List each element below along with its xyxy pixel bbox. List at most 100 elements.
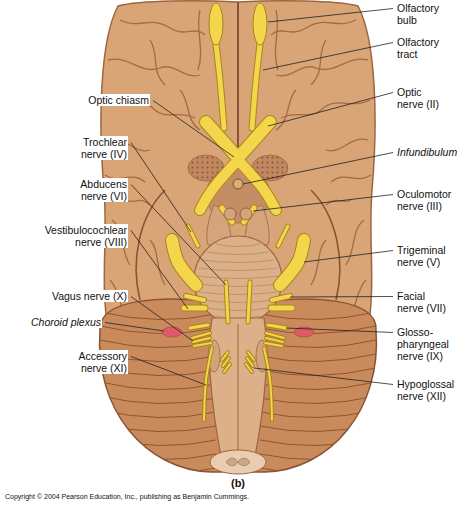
pons-striation	[207, 308, 269, 311]
pons-striation	[207, 252, 269, 255]
mammillary-body	[240, 208, 252, 220]
gyrus-line	[331, 175, 371, 182]
optic-tract	[200, 160, 238, 210]
accessory-nerve	[204, 348, 212, 420]
olfactory-tract	[252, 44, 260, 128]
leader-line	[131, 231, 188, 310]
trigeminal-nerve	[172, 240, 196, 285]
glossopharyngeal-nerve	[268, 325, 286, 328]
temporal-lobe-edge	[136, 190, 165, 300]
folium-line	[260, 368, 376, 376]
gyrus-line	[276, 90, 296, 130]
glossopharyngeal-nerve	[190, 325, 208, 328]
figure-letter: (b)	[230, 477, 246, 490]
gyrus-line	[276, 59, 368, 76]
anterior-median-fissure	[238, 324, 239, 455]
leader-line	[268, 93, 393, 127]
leader-line	[243, 153, 393, 185]
folium-line	[100, 438, 216, 446]
gyrus-line	[150, 40, 165, 85]
folium-line	[260, 410, 376, 418]
accessory-nerve	[204, 348, 212, 420]
optic-tract	[238, 160, 276, 210]
structure-label: Choroid plexus	[30, 316, 102, 328]
structure-label: Optic chiasm	[87, 94, 150, 106]
facial-nerve	[272, 296, 290, 300]
abducens-nerve	[226, 282, 228, 322]
folium-line	[260, 382, 376, 390]
gyrus-line	[326, 139, 368, 151]
vestibulocochlear-nerve	[271, 305, 292, 312]
cerebellar-folia	[100, 312, 376, 474]
vagus-rootlet	[266, 338, 283, 342]
glossopharyngeal-nerve	[268, 325, 286, 328]
structure-label: Accessory nerve (XI)	[70, 350, 128, 374]
folium-line	[260, 452, 376, 460]
vestibulocochlear-nerve	[271, 306, 292, 311]
folium-line	[100, 424, 216, 432]
vagus-rootlet	[265, 343, 282, 346]
folium-line	[260, 466, 376, 474]
cerebellum	[100, 299, 377, 472]
hypoglossal-rootlet	[224, 364, 230, 372]
folium-line	[260, 396, 376, 404]
leader-line	[268, 9, 393, 23]
leader-line	[253, 195, 393, 212]
structure-label: Oculomotor nerve (III)	[396, 188, 460, 212]
infundibulum-stalk	[233, 179, 243, 189]
gyrus-line	[180, 90, 200, 130]
folium-line	[100, 452, 216, 460]
cerebrum	[101, 1, 375, 330]
structure-label: Abducens nerve (VI)	[70, 178, 128, 202]
vagus-rootlet	[265, 343, 282, 346]
olfactory-bulb	[253, 3, 267, 45]
folium-line	[100, 410, 216, 418]
structure-label: Hypoglossal nerve (XII)	[396, 378, 464, 402]
pons	[194, 236, 282, 324]
structure-label: Trochlear nerve (IV)	[70, 136, 128, 160]
abducens-nerve	[226, 282, 228, 322]
structure-label: Olfactory tract	[396, 36, 448, 60]
optic-tract	[200, 160, 238, 210]
folium-line	[100, 382, 216, 390]
structure-label: Glosso- pharyngeal nerve (IX)	[396, 326, 456, 362]
optic-nerve	[206, 122, 238, 158]
vagus-rootlet	[194, 343, 211, 346]
folium-line	[100, 466, 216, 474]
hypoglossal-rootlet	[246, 364, 252, 372]
facial-nerve	[272, 296, 290, 300]
structure-label: Vestibulocochlear nerve (VIII)	[34, 224, 128, 248]
gyrus-line	[281, 100, 370, 118]
hypoglossal-rootlet	[223, 358, 229, 366]
hypoglossal-rootlet	[246, 364, 252, 372]
pons-striation	[202, 300, 274, 303]
trigeminal-nerve	[280, 240, 304, 285]
optic-tract	[238, 160, 276, 210]
trochlear-nerve	[188, 226, 198, 246]
folium-line	[260, 312, 376, 320]
copyright-note: Copyright © 2004 Pearson Education, Inc.…	[4, 493, 250, 501]
leader-line	[263, 43, 393, 71]
leader-line	[254, 368, 393, 385]
medulla-oblongata	[209, 318, 266, 462]
hypoglossal-rootlet	[248, 352, 254, 360]
trigeminal-nerve	[172, 240, 196, 285]
mammillary-body	[224, 208, 236, 220]
pons-striation	[202, 260, 274, 263]
gyrus-line	[346, 220, 364, 265]
temporal-lobe-edge	[311, 190, 340, 300]
optic-nerve	[238, 122, 270, 158]
pons-striation	[216, 244, 261, 247]
gyrus-line	[275, 10, 278, 70]
folium-line	[100, 396, 216, 404]
leader-line	[286, 328, 393, 333]
gyrus-line	[120, 20, 205, 35]
abducens-nerve	[248, 282, 250, 322]
leader-line	[131, 297, 193, 342]
leader-line	[105, 323, 164, 332]
hypoglossal-rootlet	[222, 352, 228, 360]
vagus-rootlet	[266, 333, 284, 338]
vagus-rootlet	[192, 333, 210, 338]
vagus-rootlet	[193, 338, 210, 342]
